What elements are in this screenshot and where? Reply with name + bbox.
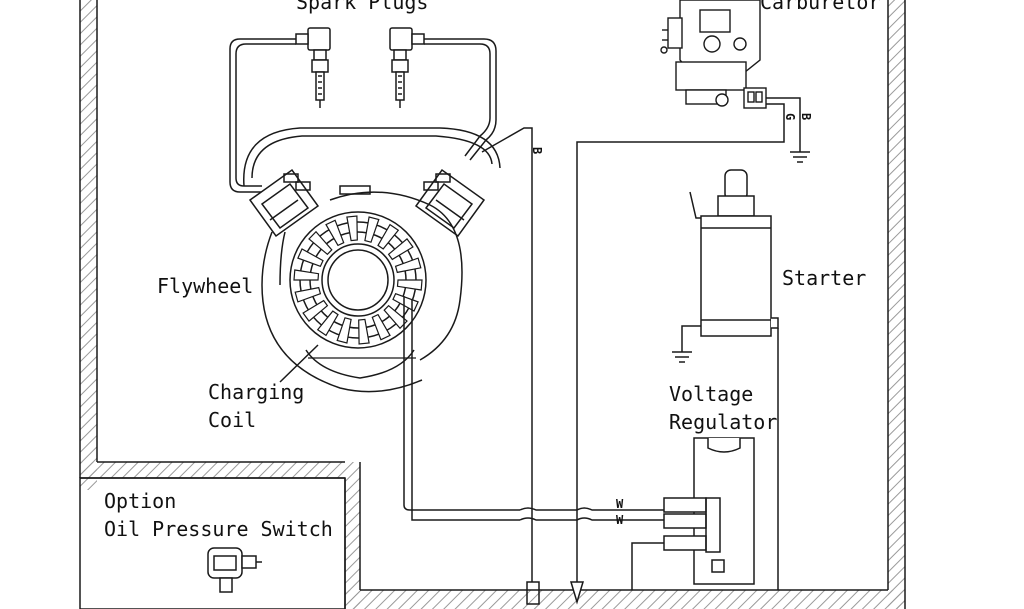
voltage-regulator xyxy=(631,437,755,590)
label-regulator: Regulator xyxy=(669,410,778,434)
carburetor-wires xyxy=(569,97,810,605)
flywheel-rim xyxy=(305,349,415,379)
label-spark-plugs: Spark Plugs xyxy=(296,0,429,14)
flywheel-slot xyxy=(293,269,320,281)
flywheel-slot xyxy=(325,219,345,247)
wire-label-w-lower: W xyxy=(616,513,624,527)
flywheel-slot xyxy=(294,286,322,303)
flywheel-slots xyxy=(293,215,423,345)
charging-coil-leads xyxy=(403,296,664,521)
flywheel-slot xyxy=(394,257,422,274)
label-option: Option xyxy=(104,489,177,513)
flywheel-slot xyxy=(336,317,352,344)
flywheel-slot xyxy=(297,248,324,268)
flywheel-slot xyxy=(308,230,333,256)
charging-coil-leader xyxy=(279,344,319,383)
flywheel-slot xyxy=(383,304,408,330)
flywheel-slot xyxy=(316,310,339,337)
wire-label-g-carb: G xyxy=(783,113,797,121)
label-charging: Charging xyxy=(208,380,305,404)
flywheel-slot xyxy=(302,299,329,322)
flywheel-slot xyxy=(387,238,414,261)
flywheel-slot xyxy=(377,223,400,250)
wire-label-b-main: B xyxy=(530,147,544,155)
flywheel-slot xyxy=(346,215,358,242)
flywheel-slot xyxy=(396,279,423,291)
spark-plug-left xyxy=(295,27,331,108)
flywheel-slot xyxy=(358,318,370,345)
b-wire xyxy=(481,127,540,605)
option-box xyxy=(79,477,346,609)
label-voltage: Voltage xyxy=(669,382,754,406)
spark-plug-leads xyxy=(229,38,497,193)
flywheel-slot xyxy=(364,216,380,243)
label-coil: Coil xyxy=(208,408,257,432)
ignition-coil-right xyxy=(414,168,486,238)
wire-label-b-carb: B xyxy=(799,113,813,121)
label-carburetor: Carburetor xyxy=(760,0,881,14)
label-oil-pressure-switch: Oil Pressure Switch xyxy=(104,517,333,541)
ignition-coil-left xyxy=(248,168,320,238)
starter-motor xyxy=(672,169,779,590)
spark-plug-right xyxy=(389,27,425,108)
wire-label-w-upper: W xyxy=(616,497,624,511)
flywheel-slot xyxy=(371,313,391,341)
carburetor xyxy=(660,0,767,109)
oil-pressure-switch xyxy=(207,547,262,593)
label-flywheel: Flywheel xyxy=(157,274,254,298)
label-starter: Starter xyxy=(782,266,867,290)
